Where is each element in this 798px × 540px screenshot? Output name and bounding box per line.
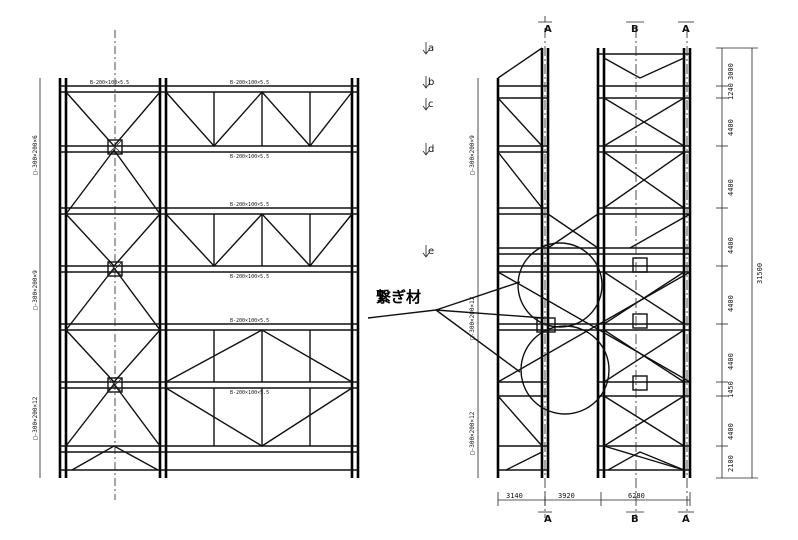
hdim-1: 3920 bbox=[558, 492, 575, 500]
hdim-0: 3140 bbox=[506, 492, 523, 500]
left-elevation: B-200×100×5.5 B-200×100×5.5 B-200×100×5.… bbox=[32, 30, 360, 500]
level-tag-arrows bbox=[422, 42, 430, 258]
vdim-8: 4400 bbox=[727, 423, 735, 440]
svg-text:B-200×100×5.5: B-200×100×5.5 bbox=[90, 80, 129, 86]
right-column-label-3: □-300×200×12 bbox=[469, 411, 476, 455]
svg-text:B-200×100×5.5: B-200×100×5.5 bbox=[230, 390, 269, 396]
section-marker-a-bottom-right: A bbox=[682, 514, 690, 525]
vdim-2: 4400 bbox=[727, 119, 735, 136]
left-column-label-1: □-300×200×6 bbox=[32, 135, 39, 175]
section-marker-a-top-left: A bbox=[544, 24, 552, 35]
right-elevation: A B A A B A a b c d e □-300×200×9 bbox=[422, 16, 764, 525]
vdim-6: 4400 bbox=[727, 353, 735, 370]
svg-text:B-200×100×5.5: B-200×100×5.5 bbox=[230, 318, 269, 324]
level-tag-b: b bbox=[428, 77, 434, 88]
level-tag-c: c bbox=[428, 99, 434, 110]
svg-text:B-200×100×5.5: B-200×100×5.5 bbox=[230, 154, 269, 160]
right-roof-slope-left bbox=[497, 47, 543, 79]
vdim-1: 1240 bbox=[727, 83, 735, 100]
right-column-label-2: □-300×200×12 bbox=[469, 296, 476, 340]
svg-text:B-200×100×5.5: B-200×100×5.5 bbox=[230, 274, 269, 280]
left-column-label-2: □-300×200×9 bbox=[32, 270, 39, 310]
section-marker-a-top-right: A bbox=[682, 24, 690, 35]
connector-annotation: 繋ぎ材 bbox=[367, 281, 545, 373]
connector-label: 繋ぎ材 bbox=[376, 288, 421, 306]
section-marker-arrows bbox=[538, 16, 694, 513]
vdim-7: 1450 bbox=[727, 381, 735, 398]
hdim-2: 6280 bbox=[628, 492, 645, 500]
overall-height: 31500 bbox=[756, 263, 764, 284]
vdim-4: 4400 bbox=[727, 237, 735, 254]
right-x-bracing bbox=[497, 97, 691, 471]
level-tag-d: d bbox=[428, 144, 434, 155]
section-marker-b-bottom: B bbox=[631, 514, 639, 525]
detail-circle-upper bbox=[517, 242, 603, 328]
right-gusset-plates bbox=[536, 257, 648, 391]
section-marker-b-top: B bbox=[631, 24, 639, 35]
left-beam-labels: B-200×100×5.5 B-200×100×5.5 B-200×100×5.… bbox=[90, 80, 269, 396]
detail-circle-lower bbox=[520, 325, 610, 415]
left-right-bay-v-bracing bbox=[165, 90, 353, 447]
vdim-3: 4400 bbox=[727, 179, 735, 196]
level-tag-a: a bbox=[428, 43, 434, 54]
vdim-9: 2100 bbox=[727, 455, 735, 472]
svg-text:B-200×100×5.5: B-200×100×5.5 bbox=[230, 80, 269, 86]
left-column-label-3: □-300×200×12 bbox=[32, 396, 39, 440]
right-vertical-dimensions bbox=[716, 47, 758, 479]
vdim-5: 4400 bbox=[727, 295, 735, 312]
horizontal-dimensions bbox=[497, 492, 691, 506]
right-roof-slope-right bbox=[603, 57, 685, 79]
vdim-0: 3000 bbox=[727, 63, 735, 80]
level-tag-e: e bbox=[428, 246, 434, 257]
left-bay-x-bracing bbox=[65, 30, 161, 500]
left-floor-beams bbox=[60, 85, 358, 471]
right-column-label-1: □-300×200×9 bbox=[469, 135, 476, 175]
right-floor-beams bbox=[498, 53, 690, 471]
svg-text:B-200×100×5.5: B-200×100×5.5 bbox=[230, 202, 269, 208]
section-marker-a-bottom-left: A bbox=[544, 514, 552, 525]
